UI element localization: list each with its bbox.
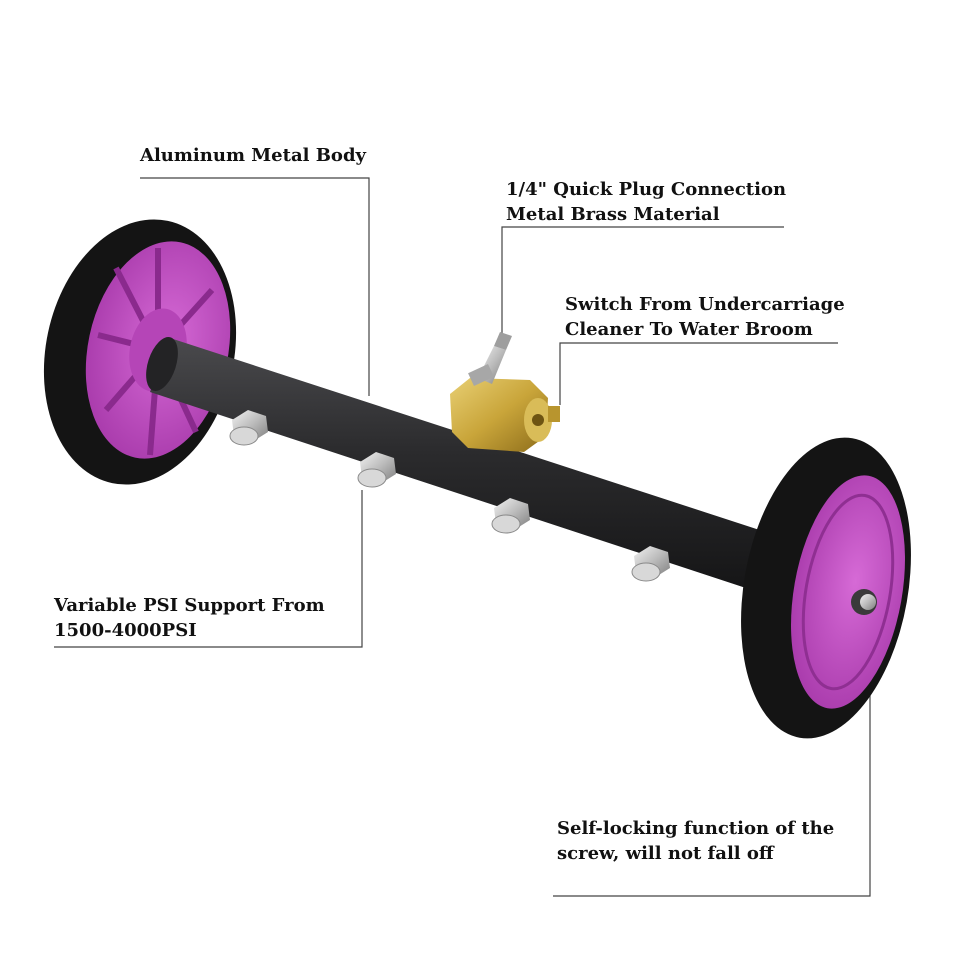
nozzle-2: [357, 452, 396, 488]
callout-body-line1: Aluminum Metal Body: [140, 145, 366, 166]
nozzle-4: [631, 546, 670, 582]
nozzle-1: [229, 410, 268, 446]
leader-switch: [559, 342, 838, 405]
leader-lines: [54, 177, 871, 897]
brass-hex-body: [450, 378, 548, 452]
right-rim: [791, 475, 905, 709]
switch-pin: [548, 406, 560, 422]
callout-self-locking: Self-locking function of the screw, will…: [557, 816, 834, 866]
callout-plug-line2: Metal Brass Material: [506, 204, 720, 225]
left-wheel: [43, 219, 237, 485]
right-wheel: [741, 437, 911, 739]
callout-aluminum-body: Aluminum Metal Body: [140, 143, 366, 168]
callout-switch: Switch From Undercarriage Cleaner To Wat…: [565, 292, 845, 342]
callout-lock-line1: Self-locking function of the: [557, 818, 835, 839]
leader-psi: [54, 490, 363, 648]
brass-switch-fitting: [450, 332, 560, 452]
callout-switch-line1: Switch From Undercarriage: [565, 294, 845, 315]
callout-quick-plug: 1/4" Quick Plug Connection Metal Brass M…: [506, 177, 786, 227]
callout-psi-line2: 1500-4000PSI: [54, 620, 197, 641]
callout-variable-psi: Variable PSI Support From 1500-4000PSI: [54, 593, 325, 643]
callout-switch-line2: Cleaner To Water Broom: [565, 319, 813, 340]
nozzles: [229, 410, 670, 582]
self-locking-screw: [860, 594, 876, 610]
main-tube: [146, 337, 775, 592]
leader-lock: [553, 660, 871, 897]
leader-plug: [501, 226, 784, 333]
nozzle-3: [491, 498, 530, 534]
callout-plug-line1: 1/4" Quick Plug Connection: [506, 179, 787, 200]
callout-lock-line2: screw, will not fall off: [557, 843, 774, 864]
callout-psi-line1: Variable PSI Support From: [54, 595, 325, 616]
leader-body: [140, 177, 370, 396]
